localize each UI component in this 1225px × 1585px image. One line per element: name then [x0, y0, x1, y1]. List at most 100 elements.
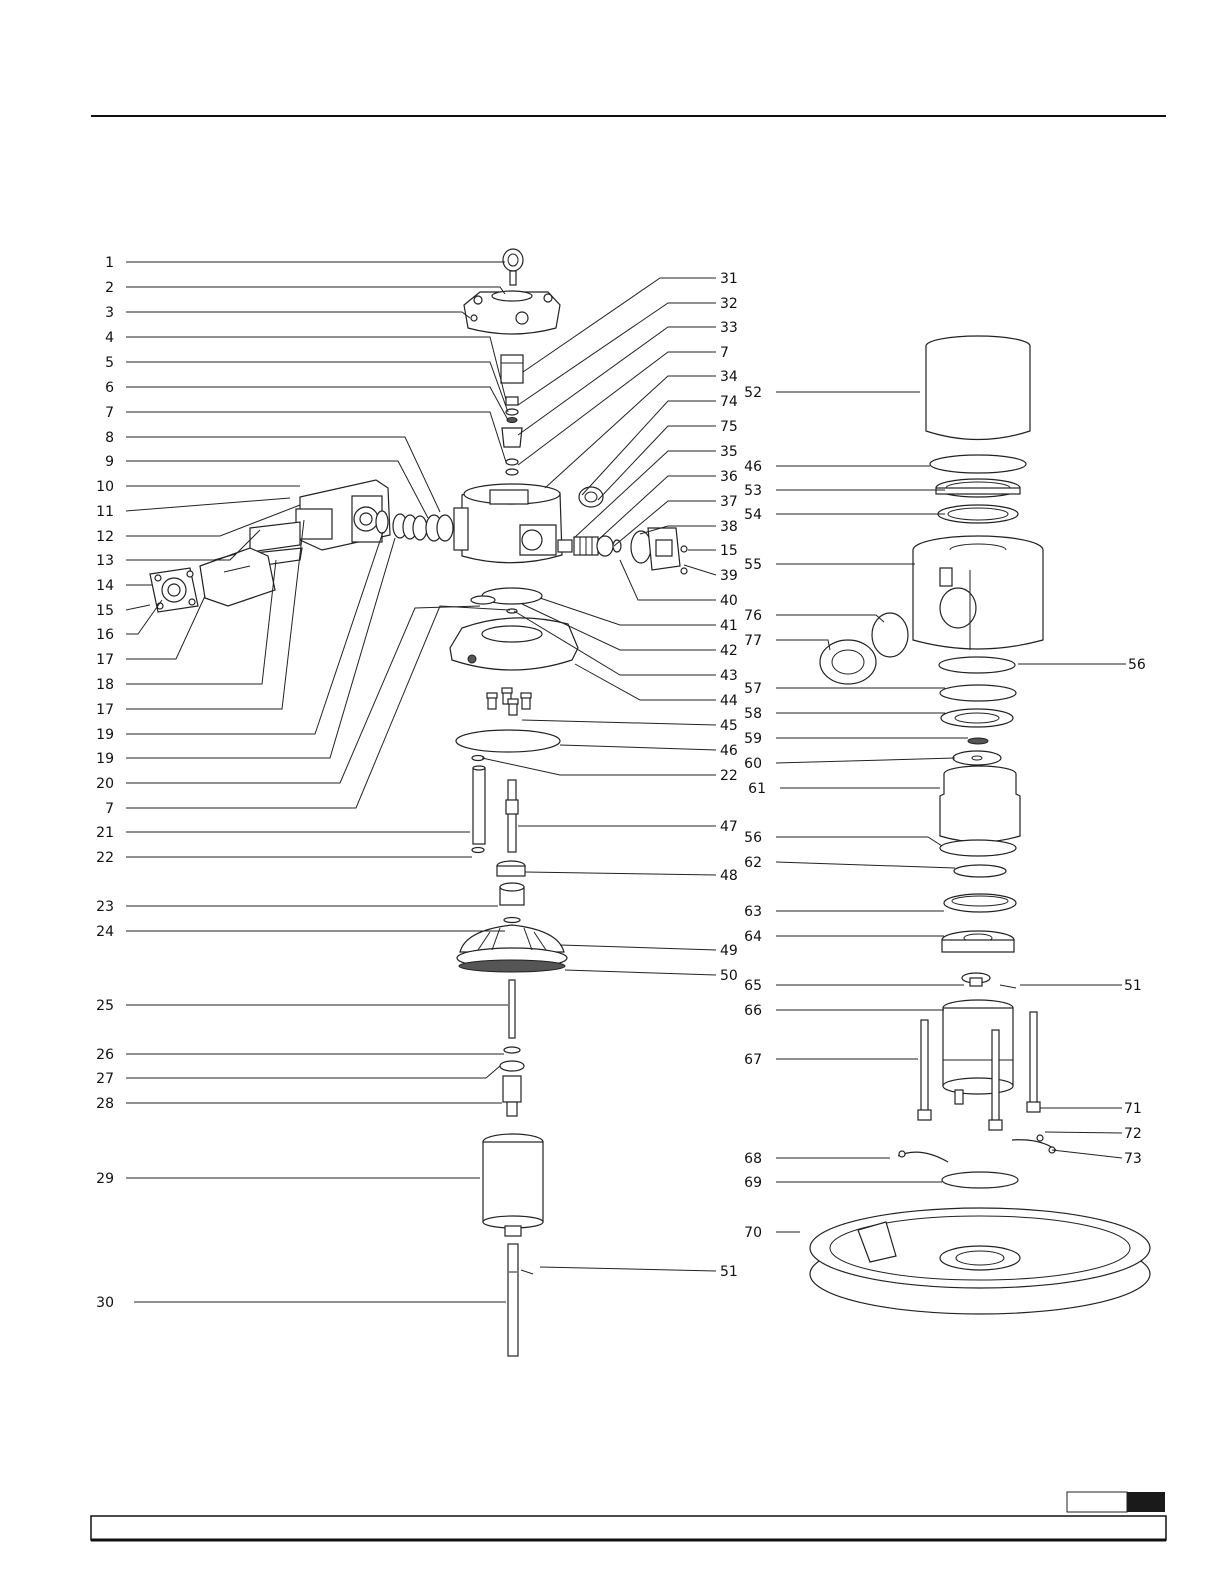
callout-label: 21 — [96, 825, 114, 841]
footer-bar — [91, 1516, 1166, 1540]
callout-label: 20 — [96, 776, 114, 792]
callout-label: 24 — [96, 924, 114, 940]
right-assembly — [810, 336, 1150, 1314]
callout-label: 7 — [720, 345, 729, 361]
callout-label: 64 — [744, 929, 762, 945]
leader-line — [126, 605, 150, 610]
callout-label: 2 — [105, 280, 114, 296]
leader-line — [126, 1066, 500, 1078]
callout-label: 50 — [720, 968, 738, 984]
callout-label: 63 — [744, 904, 762, 920]
callout-label: 4 — [105, 330, 114, 346]
callout-label: 14 — [96, 578, 114, 594]
leader-line — [565, 970, 716, 975]
callout-label: 7 — [105, 405, 114, 421]
callout-label: 56 — [744, 830, 762, 846]
callout-label: 61 — [748, 781, 766, 797]
leader-line — [776, 758, 955, 763]
callout-label: 65 — [744, 978, 762, 994]
callout-label: 52 — [744, 385, 762, 401]
callout-label: 73 — [1124, 1151, 1142, 1167]
callout-label: 6 — [105, 380, 114, 396]
callout-label: 59 — [744, 731, 762, 747]
callout-label: 9 — [105, 454, 114, 470]
callout-label: 17 — [96, 652, 114, 668]
leader-line — [522, 720, 716, 725]
page-tab-light — [1067, 1492, 1127, 1512]
callout-label: 71 — [1124, 1101, 1142, 1117]
callout-label: 74 — [720, 394, 738, 410]
callout-label: 1 — [105, 255, 114, 271]
callout-label: 68 — [744, 1151, 762, 1167]
callout-label: 51 — [720, 1264, 738, 1280]
callout-label: 55 — [744, 557, 762, 573]
leader-line — [776, 862, 955, 868]
callout-label: 32 — [720, 296, 738, 312]
callout-label: 69 — [744, 1175, 762, 1191]
callout-label: 3 — [105, 305, 114, 321]
leader-line — [540, 598, 716, 625]
callout-label: 46 — [744, 459, 762, 475]
leader-line — [482, 758, 716, 775]
callout-label: 54 — [744, 507, 762, 523]
callout-label: 62 — [744, 855, 762, 871]
callout-label: 39 — [720, 568, 738, 584]
callout-label: 37 — [720, 494, 738, 510]
leader-line — [126, 606, 480, 783]
callout-label: 42 — [720, 643, 738, 659]
callout-label: 15 — [96, 603, 114, 619]
callout-label: 77 — [744, 633, 762, 649]
callout-label: 58 — [744, 706, 762, 722]
callout-label: 10 — [96, 479, 114, 495]
callout-label: 56 — [1128, 657, 1146, 673]
callout-label: 33 — [720, 320, 738, 336]
callout-label: 45 — [720, 718, 738, 734]
leader-line — [575, 664, 716, 700]
callout-label: 17 — [96, 702, 114, 718]
leader-line — [126, 337, 506, 400]
leader-line — [126, 437, 440, 512]
callout-label: 51 — [1124, 978, 1142, 994]
leader-line — [1045, 1132, 1122, 1133]
leader-line — [126, 498, 290, 511]
callout-label: 41 — [720, 618, 738, 634]
leader-line — [525, 872, 716, 875]
leader-line — [776, 640, 830, 650]
leader-line — [582, 401, 716, 495]
leader-line — [126, 287, 505, 294]
callout-label: 28 — [96, 1096, 114, 1112]
callout-label: 49 — [720, 943, 738, 959]
leader-line — [126, 606, 510, 808]
callout-label: 19 — [96, 727, 114, 743]
center-assembly — [450, 249, 687, 1356]
callout-label: 15 — [720, 543, 738, 559]
callout-label: 48 — [720, 868, 738, 884]
leader-line — [684, 565, 716, 575]
page-tab-dark — [1127, 1492, 1165, 1512]
callout-label: 22 — [96, 850, 114, 866]
callout-label: 66 — [744, 1003, 762, 1019]
leader-line — [598, 426, 716, 500]
leader-line — [776, 615, 884, 622]
side-assembly — [150, 480, 453, 612]
callout-label: 43 — [720, 668, 738, 684]
callout-label: 75 — [720, 419, 738, 435]
leader-line — [560, 945, 716, 950]
callout-label: 8 — [105, 430, 114, 446]
callout-label: 47 — [720, 819, 738, 835]
callout-label: 26 — [96, 1047, 114, 1063]
leader-line — [518, 352, 716, 465]
callout-label: 70 — [744, 1225, 762, 1241]
callout-label: 5 — [105, 355, 114, 371]
leader-line — [518, 327, 716, 435]
callout-label: 29 — [96, 1171, 114, 1187]
callout-label: 25 — [96, 998, 114, 1014]
callout-label: 34 — [720, 369, 738, 385]
callout-label: 67 — [744, 1052, 762, 1068]
callout-label: 35 — [720, 444, 738, 460]
callout-label: 72 — [1124, 1126, 1142, 1142]
callout-label: 22 — [720, 768, 738, 784]
callout-label: 13 — [96, 553, 114, 569]
callout-label: 27 — [96, 1071, 114, 1087]
